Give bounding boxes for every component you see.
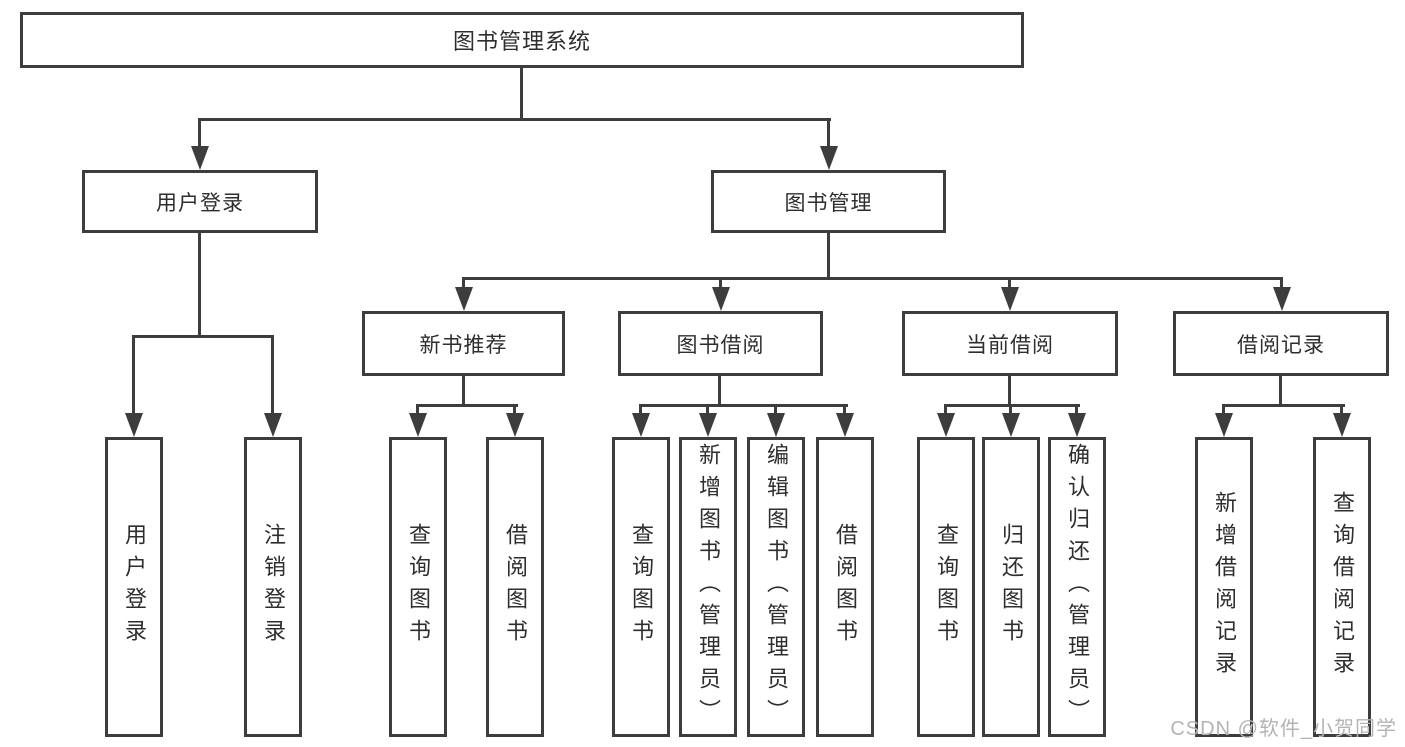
leaf-records-query-record-label: 查询借阅记录 xyxy=(1330,491,1355,683)
csdn-watermark: CSDN @软件_小贺同学 xyxy=(1170,718,1397,740)
arrow-down-icon xyxy=(836,413,854,437)
connector-line xyxy=(827,233,830,280)
arrow-down-icon xyxy=(1333,413,1351,437)
arrow-down-icon xyxy=(409,413,427,437)
leaf-current-confirm-return: 确认归还（管理员） xyxy=(1048,437,1106,737)
leaf-borrow-query-books-label: 查询图书 xyxy=(629,523,654,651)
connector-line xyxy=(416,404,419,416)
connector-line xyxy=(198,233,201,337)
arrow-down-icon xyxy=(264,413,282,437)
leaf-current-query-books-label: 查询图书 xyxy=(934,523,959,651)
connector-line xyxy=(1008,376,1011,407)
leaf-records-add-record-label: 新增借阅记录 xyxy=(1212,491,1237,683)
leaf-borrow-borrow-books: 借阅图书 xyxy=(816,437,874,737)
connector-line xyxy=(271,335,274,417)
connector-line xyxy=(520,68,523,120)
connector-line xyxy=(1008,277,1011,289)
connector-line xyxy=(416,404,518,407)
arrow-down-icon xyxy=(937,413,955,437)
arrow-down-icon xyxy=(1215,413,1233,437)
connector-line xyxy=(462,277,465,289)
connector-line xyxy=(198,118,831,121)
leaf-newbook-query-books-label: 查询图书 xyxy=(406,523,431,651)
connector-line xyxy=(843,404,846,416)
arrow-down-icon xyxy=(1001,287,1019,311)
node-book-borrow: 图书借阅 xyxy=(618,311,823,376)
connector-line xyxy=(718,376,721,407)
leaf-current-confirm-return-label: 确认归还（管理员） xyxy=(1065,443,1090,731)
leaf-newbook-borrow-books-label: 借阅图书 xyxy=(503,523,528,651)
leaf-current-return-books-label: 归还图书 xyxy=(999,523,1024,651)
leaf-logout: 注销登录 xyxy=(244,437,302,737)
node-user-login: 用户登录 xyxy=(82,170,318,233)
node-borrow-records: 借阅记录 xyxy=(1173,311,1389,376)
connector-line xyxy=(1280,277,1283,289)
connector-line xyxy=(774,404,777,416)
node-book-management: 图书管理 xyxy=(711,170,946,233)
leaf-newbook-borrow-books: 借阅图书 xyxy=(486,437,544,737)
leaf-user-login-label: 用户登录 xyxy=(122,523,147,651)
arrow-down-icon xyxy=(506,413,524,437)
leaf-current-return-books: 归还图书 xyxy=(982,437,1040,737)
connector-line xyxy=(1075,404,1078,416)
connector-line xyxy=(1279,376,1282,407)
leaf-borrow-edit-books: 编辑图书（管理员） xyxy=(747,437,805,737)
connector-line xyxy=(462,277,1283,280)
arrow-down-icon xyxy=(1273,287,1291,311)
connector-line xyxy=(639,404,848,407)
arrow-down-icon xyxy=(1002,413,1020,437)
connector-line xyxy=(1222,404,1345,407)
arrow-down-icon xyxy=(455,287,473,311)
arrow-down-icon xyxy=(632,413,650,437)
connector-line xyxy=(132,335,135,417)
connector-line xyxy=(198,118,201,150)
arrow-down-icon xyxy=(191,146,209,170)
leaf-borrow-query-books: 查询图书 xyxy=(612,437,670,737)
connector-line xyxy=(462,376,465,407)
arrow-down-icon xyxy=(712,287,730,311)
leaf-newbook-query-books: 查询图书 xyxy=(389,437,447,737)
arrow-down-icon xyxy=(699,413,717,437)
node-library-system: 图书管理系统 xyxy=(20,12,1024,68)
leaf-current-query-books: 查询图书 xyxy=(917,437,975,737)
leaf-borrow-borrow-books-label: 借阅图书 xyxy=(833,523,858,651)
arrow-down-icon xyxy=(767,413,785,437)
leaf-logout-label: 注销登录 xyxy=(261,523,286,651)
node-new-book-recommend: 新书推荐 xyxy=(362,311,565,376)
arrow-down-icon xyxy=(820,146,838,170)
leaf-borrow-add-books: 新增图书（管理员） xyxy=(679,437,737,737)
connector-line xyxy=(639,404,642,416)
leaf-records-add-record: 新增借阅记录 xyxy=(1195,437,1253,737)
connector-line xyxy=(513,404,516,416)
arrow-down-icon xyxy=(1068,413,1086,437)
connector-line xyxy=(1222,404,1225,416)
leaf-user-login: 用户登录 xyxy=(105,437,163,737)
connector-line xyxy=(1009,404,1012,416)
leaf-borrow-add-books-label: 新增图书（管理员） xyxy=(696,443,721,731)
connector-line xyxy=(944,404,947,416)
connector-line xyxy=(719,277,722,289)
connector-line xyxy=(944,404,1080,407)
leaf-records-query-record: 查询借阅记录 xyxy=(1313,437,1371,737)
arrow-down-icon xyxy=(125,413,143,437)
leaf-borrow-edit-books-label: 编辑图书（管理员） xyxy=(764,443,789,731)
connector-line xyxy=(827,118,830,150)
node-current-borrow: 当前借阅 xyxy=(902,311,1118,376)
connector-line xyxy=(1340,404,1343,416)
connector-line xyxy=(132,335,274,338)
connector-line xyxy=(706,404,709,416)
